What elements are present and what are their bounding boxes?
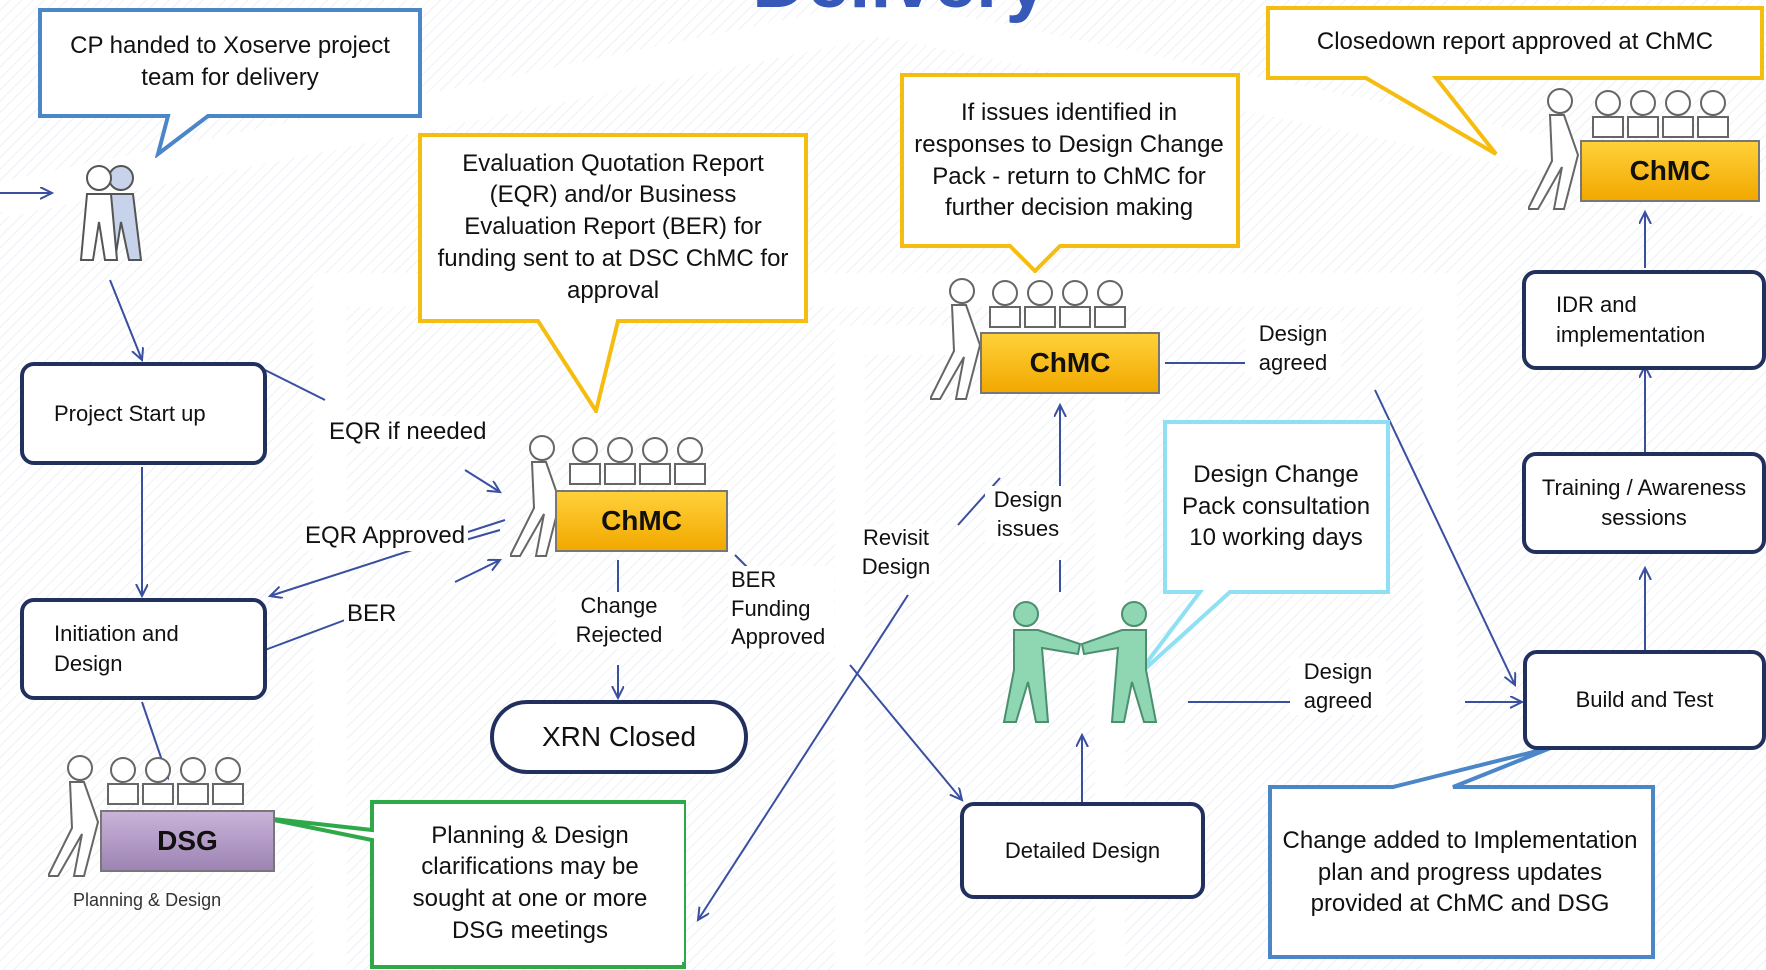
callout-issues-identified: If issues identified in responses to Des… <box>904 77 1234 244</box>
step-training: Training / Awareness sessions <box>1522 452 1766 554</box>
arrow-agreed-to-build <box>1374 389 1515 685</box>
committee-chmc-icon <box>1528 88 1729 210</box>
label-ber: BER <box>344 598 400 630</box>
step-xrn-closed: XRN Closed <box>490 700 748 774</box>
label-design-issues: Design issues <box>985 486 1071 544</box>
callout-change-added: Change added to Implementation plan and … <box>1272 791 1648 954</box>
line-initiation-ber <box>264 619 346 651</box>
arrow-revisit-to-clarifications <box>698 594 909 920</box>
chmc-panel-top: ChMC <box>980 332 1160 394</box>
label-revisit-design: Revisit Design <box>853 524 939 582</box>
label-ber-funding-approved: BER Funding Approved <box>728 566 834 652</box>
chmc-panel-center: ChMC <box>555 490 728 552</box>
arrow-eqr-to-chmc <box>464 469 500 492</box>
callout-design-change-pack: Design Change Pack consultation 10 worki… <box>1168 424 1384 589</box>
arrow-ber-to-chmc <box>454 560 500 583</box>
arrow-team-to-startup <box>109 279 142 360</box>
step-idr: IDR and implementation <box>1522 270 1766 370</box>
team-pair-icon <box>79 165 143 261</box>
step-detailed-design: Detailed Design <box>960 802 1205 899</box>
callout-planning-clarifications: Planning & Design clarifications may be … <box>376 804 684 962</box>
label-change-rejected: Change Rejected <box>556 592 682 650</box>
line-chmc-ber-funding <box>734 554 749 569</box>
committee-dsg-icon <box>48 755 244 877</box>
line-revisit-up <box>957 477 1001 526</box>
page-title: Delivery <box>710 0 1090 25</box>
handshake-icon <box>1002 601 1158 723</box>
step-initiation-design: Initiation and Design <box>20 598 267 700</box>
label-eqr-if-needed: EQR if needed <box>326 416 490 448</box>
line-startup-eqr <box>264 369 326 401</box>
committee-chmc-icon <box>510 435 706 557</box>
callout-cp-handed: CP handed to Xoserve project team for de… <box>42 12 418 112</box>
label-eqr-approved: EQR Approved <box>302 520 469 552</box>
callout-eqr-ber: Evaluation Quotation Report (EQR) and/or… <box>422 137 804 317</box>
callout-closedown: Closedown report approved at ChMC <box>1270 10 1760 74</box>
committee-chmc-icon <box>930 278 1126 400</box>
dsg-panel: DSG <box>100 810 275 872</box>
label-design-agreed-top: Design agreed <box>1245 320 1341 378</box>
dsg-caption: Planning & Design <box>73 890 222 910</box>
label-design-agreed-bottom: Design agreed <box>1290 658 1386 716</box>
step-build-test: Build and Test <box>1523 650 1766 750</box>
step-project-start-up: Project Start up <box>20 362 267 465</box>
chmc-panel-right: ChMC <box>1580 140 1760 202</box>
arrow-funding-to-detailed <box>849 664 962 800</box>
